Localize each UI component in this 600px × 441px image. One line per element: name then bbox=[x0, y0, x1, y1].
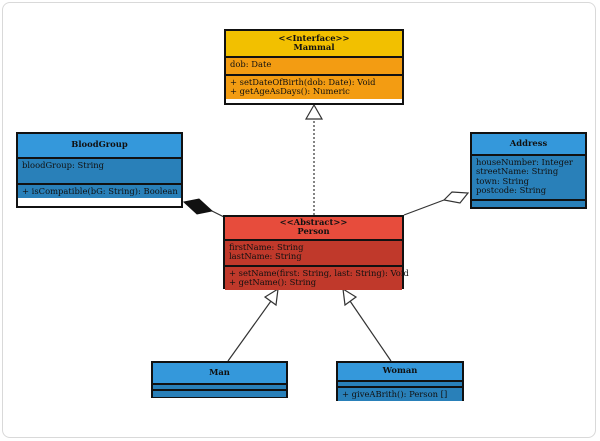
stereotype-label: <<Abstract>> bbox=[279, 217, 348, 227]
attribute: bloodGroup: String bbox=[22, 160, 104, 170]
class-header: BloodGroup bbox=[18, 134, 181, 159]
operation: + getName(): String bbox=[229, 277, 317, 288]
composition-diamond bbox=[182, 198, 214, 215]
attributes-compartment: firstName: String lastName: String bbox=[225, 241, 402, 267]
aggregation-diamond bbox=[442, 191, 470, 204]
class-man[interactable]: Man bbox=[151, 361, 288, 398]
attributes-compartment: houseNumber: Integer streetName: String … bbox=[472, 156, 585, 201]
class-name: Mammal bbox=[293, 42, 335, 53]
class-name: BloodGroup bbox=[71, 139, 128, 149]
class-header: Woman bbox=[338, 363, 462, 382]
class-header: Man bbox=[153, 363, 286, 385]
generalization-woman-line bbox=[349, 300, 392, 362]
operation: + isCompatible(bG: String): Boolean bbox=[22, 186, 178, 196]
attribute: lastName: String bbox=[229, 251, 302, 262]
class-name: Person bbox=[297, 226, 330, 237]
operation: + getAgeAsDays(): Numeric bbox=[230, 86, 350, 97]
composition-line bbox=[211, 210, 225, 218]
operations-compartment bbox=[153, 391, 286, 397]
class-name: Man bbox=[209, 367, 230, 377]
attribute: streetName: String bbox=[476, 166, 559, 177]
class-bloodgroup[interactable]: BloodGroup bloodGroup: String + isCompat… bbox=[16, 132, 183, 208]
attribute: houseNumber: Integer bbox=[476, 157, 573, 167]
generalization-woman-arrowhead bbox=[342, 287, 358, 307]
class-header: Address bbox=[472, 134, 585, 156]
stereotype-label: <<Interface>> bbox=[278, 33, 350, 43]
class-mammal[interactable]: <<Interface>> Mammal dob: Date + setDate… bbox=[224, 29, 404, 105]
attributes-compartment bbox=[338, 382, 462, 388]
class-address[interactable]: Address houseNumber: Integer streetName:… bbox=[470, 132, 587, 209]
class-person[interactable]: <<Abstract>> Person firstName: String la… bbox=[223, 215, 409, 290]
operation: + setDateOfBirth(dob: Date): Void bbox=[230, 77, 376, 87]
operations-compartment: + isCompatible(bG: String): Boolean bbox=[18, 185, 181, 199]
realization-arrowhead bbox=[304, 103, 324, 120]
attributes-compartment: dob: Date bbox=[226, 58, 402, 76]
attribute: postcode: String bbox=[476, 185, 547, 196]
class-header: <<Interface>> Mammal bbox=[226, 31, 402, 58]
class-woman[interactable]: Woman + giveABrith(): Person [] bbox=[336, 361, 464, 402]
attributes-compartment bbox=[153, 385, 286, 391]
class-name: Address bbox=[509, 138, 548, 148]
generalization-man-line bbox=[227, 300, 272, 362]
attribute: dob: Date bbox=[230, 59, 272, 69]
attribute: town: String bbox=[476, 175, 529, 186]
operation: + setName(first: String, last: String): … bbox=[229, 268, 409, 278]
operations-compartment bbox=[472, 201, 585, 207]
operations-compartment: + giveABrith(): Person [] bbox=[338, 388, 462, 402]
class-name: Woman bbox=[382, 365, 418, 375]
aggregation-line bbox=[403, 199, 445, 216]
attributes-compartment: bloodGroup: String bbox=[18, 159, 181, 185]
operations-compartment: + setDateOfBirth(dob: Date): Void + getA… bbox=[226, 76, 402, 99]
attribute: firstName: String bbox=[229, 242, 304, 252]
diagram-frame bbox=[2, 2, 596, 438]
generalization-man-arrowhead bbox=[263, 287, 279, 307]
operation: + giveABrith(): Person [] bbox=[342, 389, 448, 399]
class-header: <<Abstract>> Person bbox=[225, 217, 402, 241]
operations-compartment: + setName(first: String, last: String): … bbox=[225, 267, 409, 290]
